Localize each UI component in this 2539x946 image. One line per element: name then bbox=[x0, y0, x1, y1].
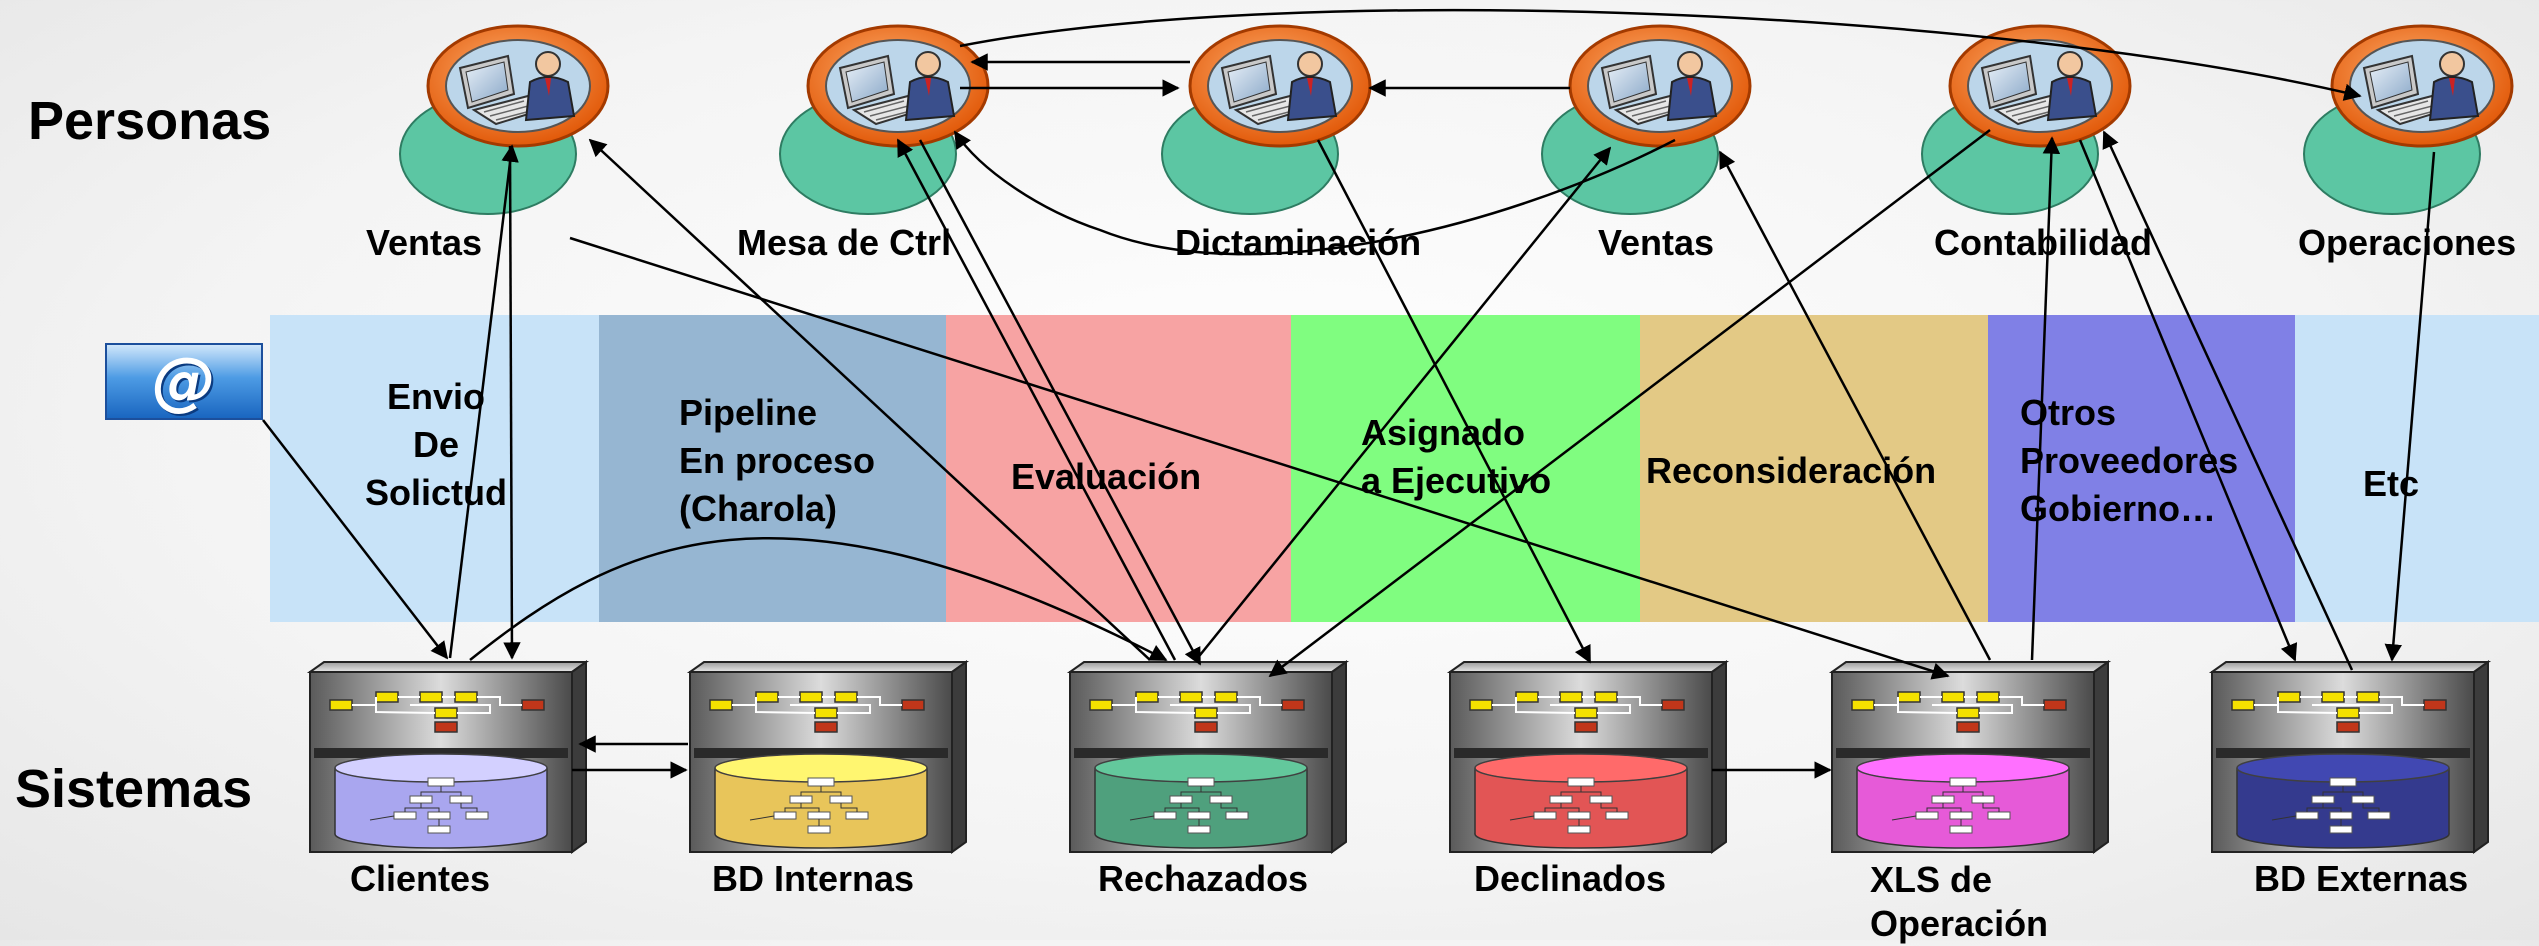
person-computer-icon bbox=[1160, 24, 1372, 216]
system-label-bd-externas: BD Externas bbox=[2254, 858, 2469, 899]
stage-envio: Envio De Solictud bbox=[270, 315, 599, 622]
person-label-contabilidad: Contabilidad bbox=[1934, 222, 2152, 263]
system-label-xls: XLS de Operación bbox=[1870, 859, 2049, 944]
server-database-icon bbox=[2212, 662, 2488, 852]
person-computer-icon bbox=[778, 24, 990, 216]
server-database-icon bbox=[1832, 662, 2108, 852]
server-database-icon bbox=[1450, 662, 1726, 852]
email-at-icon: @ bbox=[105, 343, 263, 420]
system-label-declinados: Declinados bbox=[1474, 858, 1667, 899]
system-label-clientes: Clientes bbox=[350, 858, 491, 899]
stage-label-etc: Etc bbox=[2363, 463, 2420, 504]
row-label-sistemas: Sistemas bbox=[15, 759, 253, 819]
stage-pipeline: Pipeline En proceso (Charola) bbox=[599, 315, 946, 622]
person-label-ventas-2: Ventas bbox=[1598, 222, 1715, 263]
person-computer-icon bbox=[398, 24, 610, 216]
stage-asignado: Asignado a Ejecutivo bbox=[1291, 315, 1640, 622]
stage-label-asignado: Asignado a Ejecutivo bbox=[1361, 412, 1552, 501]
stage-label-pipeline: Pipeline En proceso (Charola) bbox=[679, 392, 876, 529]
person-label-operaciones: Operaciones bbox=[2298, 222, 2517, 263]
row-label-personas: Personas bbox=[28, 91, 272, 151]
stage-label-reconsideracion: Reconsideración bbox=[1646, 450, 1937, 491]
person-label-ventas-1: Ventas bbox=[366, 222, 483, 263]
stage-label-envio: Envio De Solictud bbox=[365, 376, 507, 513]
person-label-mesa: Mesa de Ctrl bbox=[737, 222, 952, 263]
system-label-rechazados: Rechazados bbox=[1098, 858, 1309, 899]
system-label-bd-internas: BD Internas bbox=[712, 858, 915, 899]
server-database-icon bbox=[690, 662, 966, 852]
connector-arrows bbox=[262, 8, 2436, 779]
person-label-dictaminacion: Dictaminación bbox=[1175, 222, 1422, 263]
stage-reconsideracion: Reconsideración bbox=[1640, 315, 1988, 622]
server-database-icon bbox=[1070, 662, 1346, 852]
stage-label-otros: Otros Proveedores Gobierno… bbox=[2020, 392, 2239, 529]
server-database-icon bbox=[310, 662, 586, 852]
person-computer-icon bbox=[2302, 24, 2514, 216]
